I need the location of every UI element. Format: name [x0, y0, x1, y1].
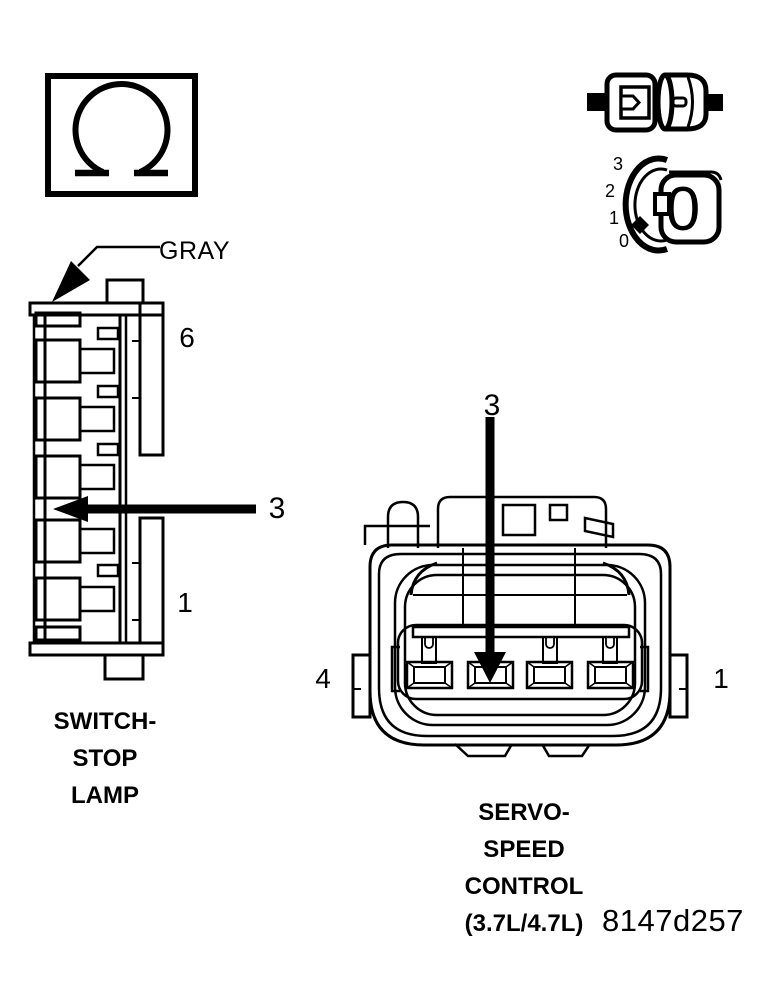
bottom-tab	[540, 743, 592, 758]
bracket-lower	[138, 516, 165, 645]
left-connector-caption: SWITCH- STOP LAMP	[54, 703, 157, 814]
terminal-pin1	[586, 660, 635, 690]
latch-cap	[436, 495, 608, 548]
pin-1-label-right: 1	[713, 663, 729, 694]
terminal-slot	[34, 454, 116, 500]
pinout-tick-3: 3	[613, 154, 623, 174]
pinout-face-label: 0	[666, 175, 700, 244]
latch-bump	[386, 500, 420, 548]
bottom-tab	[454, 743, 514, 758]
terminal-slot	[34, 396, 116, 442]
right-connector-caption: SERVO- SPEED CONTROL (3.7L/4.7L)	[465, 794, 584, 942]
caption-line: SWITCH-	[53, 708, 157, 735]
disconnect-connector-icon	[587, 72, 723, 133]
terminal-slot	[34, 518, 116, 564]
wire-stub-left	[587, 93, 607, 111]
seal-ring	[655, 72, 675, 132]
terminal-pin3	[466, 660, 515, 690]
caption-line: SERVO-	[478, 799, 570, 826]
gray-arrowhead	[52, 261, 90, 302]
pin-3-callout-left: 3	[268, 492, 286, 525]
connector-color-label: GRAY	[159, 237, 230, 265]
cavity-outline	[393, 563, 647, 727]
keyway-notch	[653, 192, 671, 216]
pinout-tick-1: 1	[609, 208, 619, 228]
gray-leader-line	[77, 245, 160, 267]
connector-pinout-icon: 0 3 2 1 0	[605, 154, 723, 254]
terminal-slot	[34, 311, 82, 328]
terminal-retainer	[542, 636, 558, 664]
bottom-flange	[28, 641, 165, 657]
top-tab	[105, 278, 145, 305]
index-marker	[631, 216, 649, 234]
caption-line: LAMP	[71, 782, 139, 809]
caption-line: SPEED	[483, 836, 565, 863]
stop-lamp-switch-connector-drawing	[28, 245, 256, 681]
terminal-row-frame	[396, 623, 644, 701]
side-wing-left	[351, 653, 372, 719]
terminal-retainer	[602, 636, 618, 664]
pinout-tick-0: 0	[619, 231, 629, 251]
rotation-ring	[622, 155, 669, 254]
pin-6-label: 6	[179, 322, 195, 353]
ohmmeter-icon	[45, 73, 198, 197]
terminal-pin2	[525, 660, 574, 690]
pin-1-label-left: 1	[177, 587, 193, 618]
caption-line: (3.7L/4.7L)	[464, 910, 584, 937]
pinout-tick-2: 2	[605, 181, 615, 201]
side-wing-right	[668, 653, 689, 719]
pin-4-label: 4	[315, 663, 331, 694]
pin3-arrowhead	[53, 496, 88, 522]
wire-stub-right	[706, 94, 723, 111]
caption-line: STOP	[72, 745, 138, 772]
terminal-retainer	[421, 636, 437, 664]
terminal-slot	[34, 338, 116, 384]
terminal-pin4	[405, 660, 454, 690]
bottom-tab	[103, 653, 145, 681]
male-connector-half	[604, 72, 658, 133]
speed-control-servo-connector-drawing	[351, 417, 689, 758]
connector-body	[43, 313, 122, 645]
terminal-slot	[34, 625, 82, 642]
figure-id: 8147d257	[602, 903, 744, 938]
ohmmeter-box	[45, 73, 198, 197]
housing-outline	[368, 543, 672, 747]
pin-3-callout-right: 3	[483, 389, 501, 422]
terminal-slot	[34, 576, 116, 622]
ohm-symbol	[72, 81, 171, 179]
bracket-upper	[138, 301, 165, 457]
caption-line: CONTROL	[464, 873, 584, 900]
